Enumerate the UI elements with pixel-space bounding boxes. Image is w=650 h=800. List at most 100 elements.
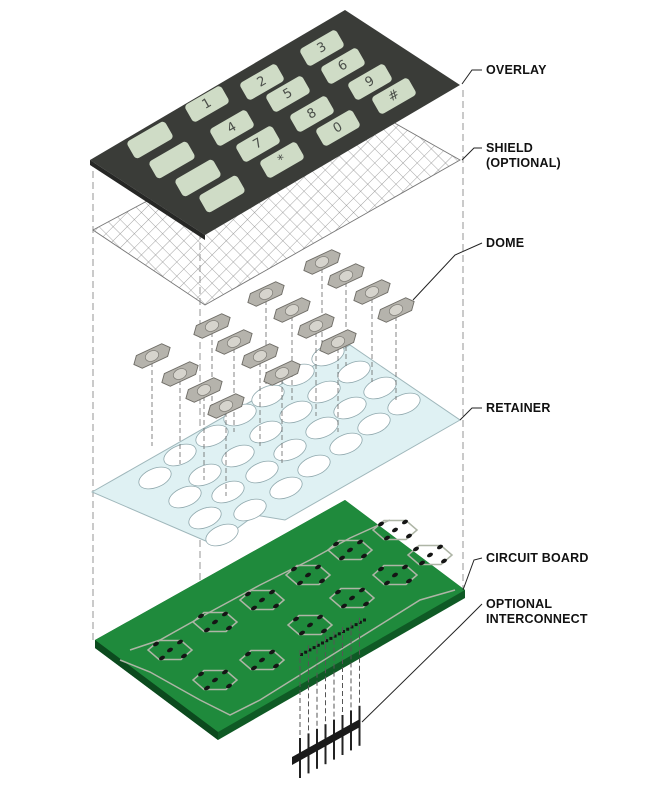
- connector-pad: [346, 627, 350, 631]
- board-pad: [335, 589, 341, 595]
- key-0[interactable]: 0: [315, 109, 361, 147]
- board-pad: [437, 544, 443, 550]
- interconnect-connector: [292, 617, 361, 778]
- key-9[interactable]: 9: [347, 63, 393, 101]
- board-pad: [307, 622, 313, 628]
- retainer-hole: [188, 506, 222, 530]
- dome: [327, 263, 365, 289]
- connector-pad: [358, 620, 362, 624]
- retainer-hole: [205, 523, 239, 547]
- overlay-blank-key: [127, 121, 173, 159]
- board-trace-bus: [119, 589, 456, 716]
- dome: [303, 249, 341, 275]
- dome: [273, 297, 311, 323]
- overlay-blank-keys: [127, 121, 245, 213]
- key-star[interactable]: *: [259, 141, 305, 179]
- board-pad: [349, 595, 355, 601]
- board-pad: [259, 657, 265, 663]
- connector-pad: [321, 641, 324, 645]
- board-pad: [273, 663, 279, 669]
- dome-label: DOME: [486, 236, 525, 250]
- connector-pad: [342, 630, 345, 633]
- dome: [319, 329, 357, 355]
- board-pad: [402, 564, 408, 570]
- board-pad: [427, 552, 433, 558]
- board-pad: [251, 605, 257, 611]
- retainer-hole: [279, 400, 313, 424]
- board-pad: [384, 580, 390, 586]
- key-1[interactable]: 1: [184, 85, 230, 123]
- dome: [185, 377, 223, 403]
- board-pad: [384, 535, 390, 541]
- board-pad: [177, 639, 183, 645]
- retainer-hole: [249, 420, 283, 444]
- retainer-hole: [168, 485, 202, 509]
- connector-pad: [304, 650, 308, 654]
- overlay-blank-key: [199, 175, 245, 213]
- board-pad: [363, 601, 369, 607]
- retainer-hole: [188, 463, 222, 487]
- retainer-hole: [329, 432, 363, 456]
- dome: [215, 329, 253, 355]
- key-hash[interactable]: #: [371, 77, 417, 115]
- board-pad: [204, 627, 210, 633]
- retainer-hole: [357, 412, 391, 436]
- overlay-label: OVERLAY: [486, 63, 547, 77]
- board-pad: [315, 564, 321, 570]
- board-trace-bus: [129, 519, 391, 651]
- board-pad: [153, 641, 159, 647]
- board-pad: [299, 630, 305, 636]
- board-pads: [153, 519, 447, 691]
- key-3[interactable]: 3: [299, 29, 345, 67]
- connector-pad: [325, 639, 329, 643]
- interconnect-leader: [361, 603, 483, 723]
- shield-leader: [461, 147, 482, 161]
- retainer-leader: [459, 407, 482, 421]
- retainer-hole: [333, 396, 367, 420]
- board-pad: [347, 547, 353, 553]
- board-pad: [293, 616, 299, 622]
- retainer-hole: [211, 480, 245, 504]
- overlay-blank-key: [149, 141, 195, 179]
- dome: [133, 343, 171, 369]
- key-8[interactable]: 8: [289, 95, 335, 133]
- dome: [193, 313, 231, 339]
- board-pad: [198, 671, 204, 677]
- key-4[interactable]: 4: [209, 109, 255, 147]
- board-pad: [273, 603, 279, 609]
- board-pad: [198, 613, 204, 619]
- leader-lines: [361, 69, 483, 723]
- connector-pad: [308, 648, 312, 652]
- board-pad: [204, 685, 210, 691]
- retainer-hole: [221, 444, 255, 468]
- board-pad: [212, 677, 218, 683]
- board-pad: [413, 546, 419, 552]
- key-5[interactable]: 5: [265, 75, 311, 113]
- retainer-hole: [269, 476, 303, 500]
- connector-pad: [363, 618, 366, 622]
- dome: [161, 361, 199, 387]
- dome: [377, 297, 415, 323]
- board-pad: [321, 628, 327, 634]
- overlay-leader: [461, 69, 482, 85]
- retainer-hole: [138, 466, 172, 490]
- board-pad: [378, 521, 384, 527]
- dome: [263, 360, 301, 386]
- dome: [353, 279, 391, 305]
- dome: [241, 343, 279, 369]
- key-6[interactable]: 6: [320, 47, 366, 85]
- dome: [207, 393, 245, 419]
- board-pad: [402, 519, 408, 525]
- board-pad: [226, 683, 232, 689]
- connector-pad: [354, 623, 358, 627]
- key-2[interactable]: 2: [239, 63, 285, 101]
- board-pad: [361, 553, 367, 559]
- key-7[interactable]: 7: [235, 125, 281, 163]
- board-pad: [259, 597, 265, 603]
- connector-pad: [350, 625, 354, 629]
- connector-pad: [329, 636, 333, 640]
- board-pad: [269, 589, 275, 595]
- board-pad: [222, 611, 228, 617]
- board-pad: [297, 580, 303, 586]
- board-pad: [378, 566, 384, 572]
